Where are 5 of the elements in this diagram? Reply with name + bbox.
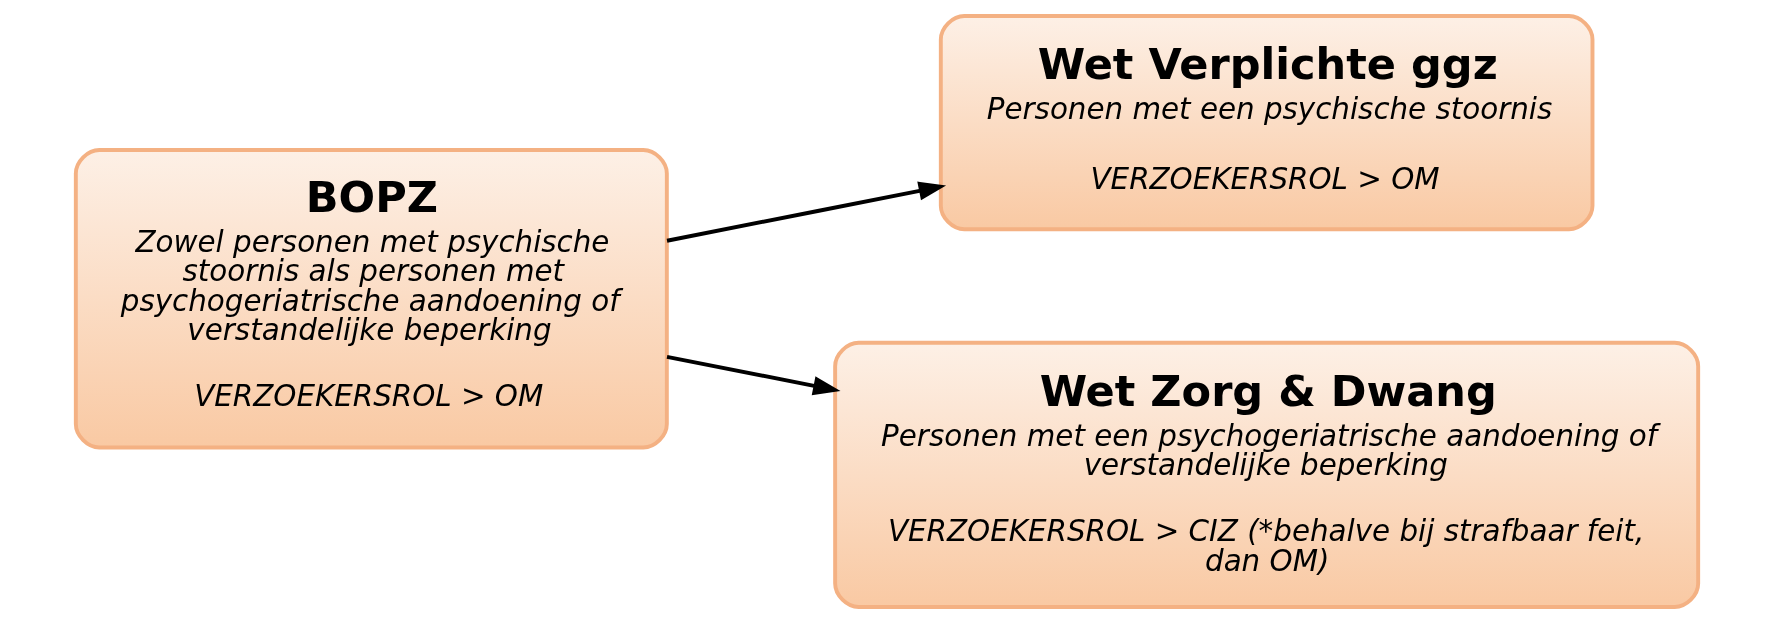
arrow [666, 354, 840, 396]
node-box: Wet Zorg & Dwang Personen met een psychogeriatrische aandoening of verstandelijke beperking VERZOEKERSROL > CIZ (*behalve bij strafbaar feit, dan OM) [832, 340, 1700, 609]
node-box: Wet Verplichte ggz Personen met een psychische stoornis VERZOEKERSROL > OM [938, 14, 1594, 232]
node-box: BOPZ Zowel personen met psychische stoornis als personen met psychogeriatrische aandoening of verstandelijke beperking VERZOEKERSROL > OM [73, 148, 669, 450]
arrow [666, 181, 946, 243]
